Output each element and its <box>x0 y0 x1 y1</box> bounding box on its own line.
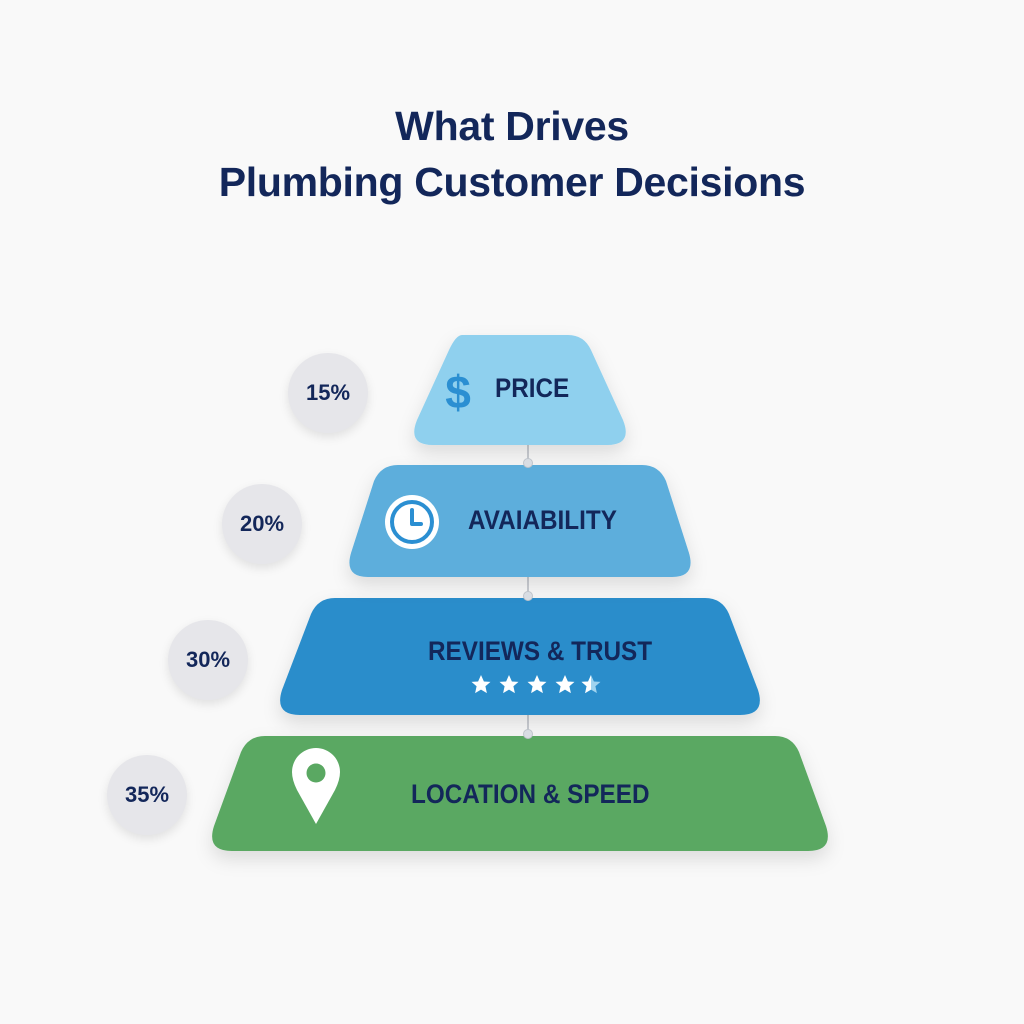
star-rating-icon <box>471 675 601 694</box>
map-pin-icon <box>292 748 340 824</box>
tier-availability[interactable] <box>349 465 691 577</box>
title-line-1: What Drives <box>395 103 629 149</box>
tier-label-price: PRICE <box>495 373 570 403</box>
title-line-2: Plumbing Customer Decisions <box>218 159 806 205</box>
page-title: What Drives Plumbing Customer Decisions <box>0 98 1024 210</box>
tier-label-reviews-trust: REVIEWS & TRUST <box>428 636 653 666</box>
tier-label-availability: AVAIABILITY <box>468 505 617 535</box>
dollar-icon: $ <box>445 366 471 418</box>
tier-location-speed[interactable] <box>212 736 828 851</box>
percent-badge-price: 15% <box>288 353 368 433</box>
tier-price[interactable] <box>414 335 626 445</box>
connector-dots <box>523 458 533 739</box>
tier-reviews-trust[interactable] <box>280 598 760 715</box>
tier-label-location-speed: LOCATION & SPEED <box>411 779 650 809</box>
percent-badge-location-speed: 35% <box>107 755 187 835</box>
clock-icon <box>385 495 439 549</box>
percent-badge-availability: 20% <box>222 484 302 564</box>
percent-badge-reviews-trust: 30% <box>168 620 248 700</box>
